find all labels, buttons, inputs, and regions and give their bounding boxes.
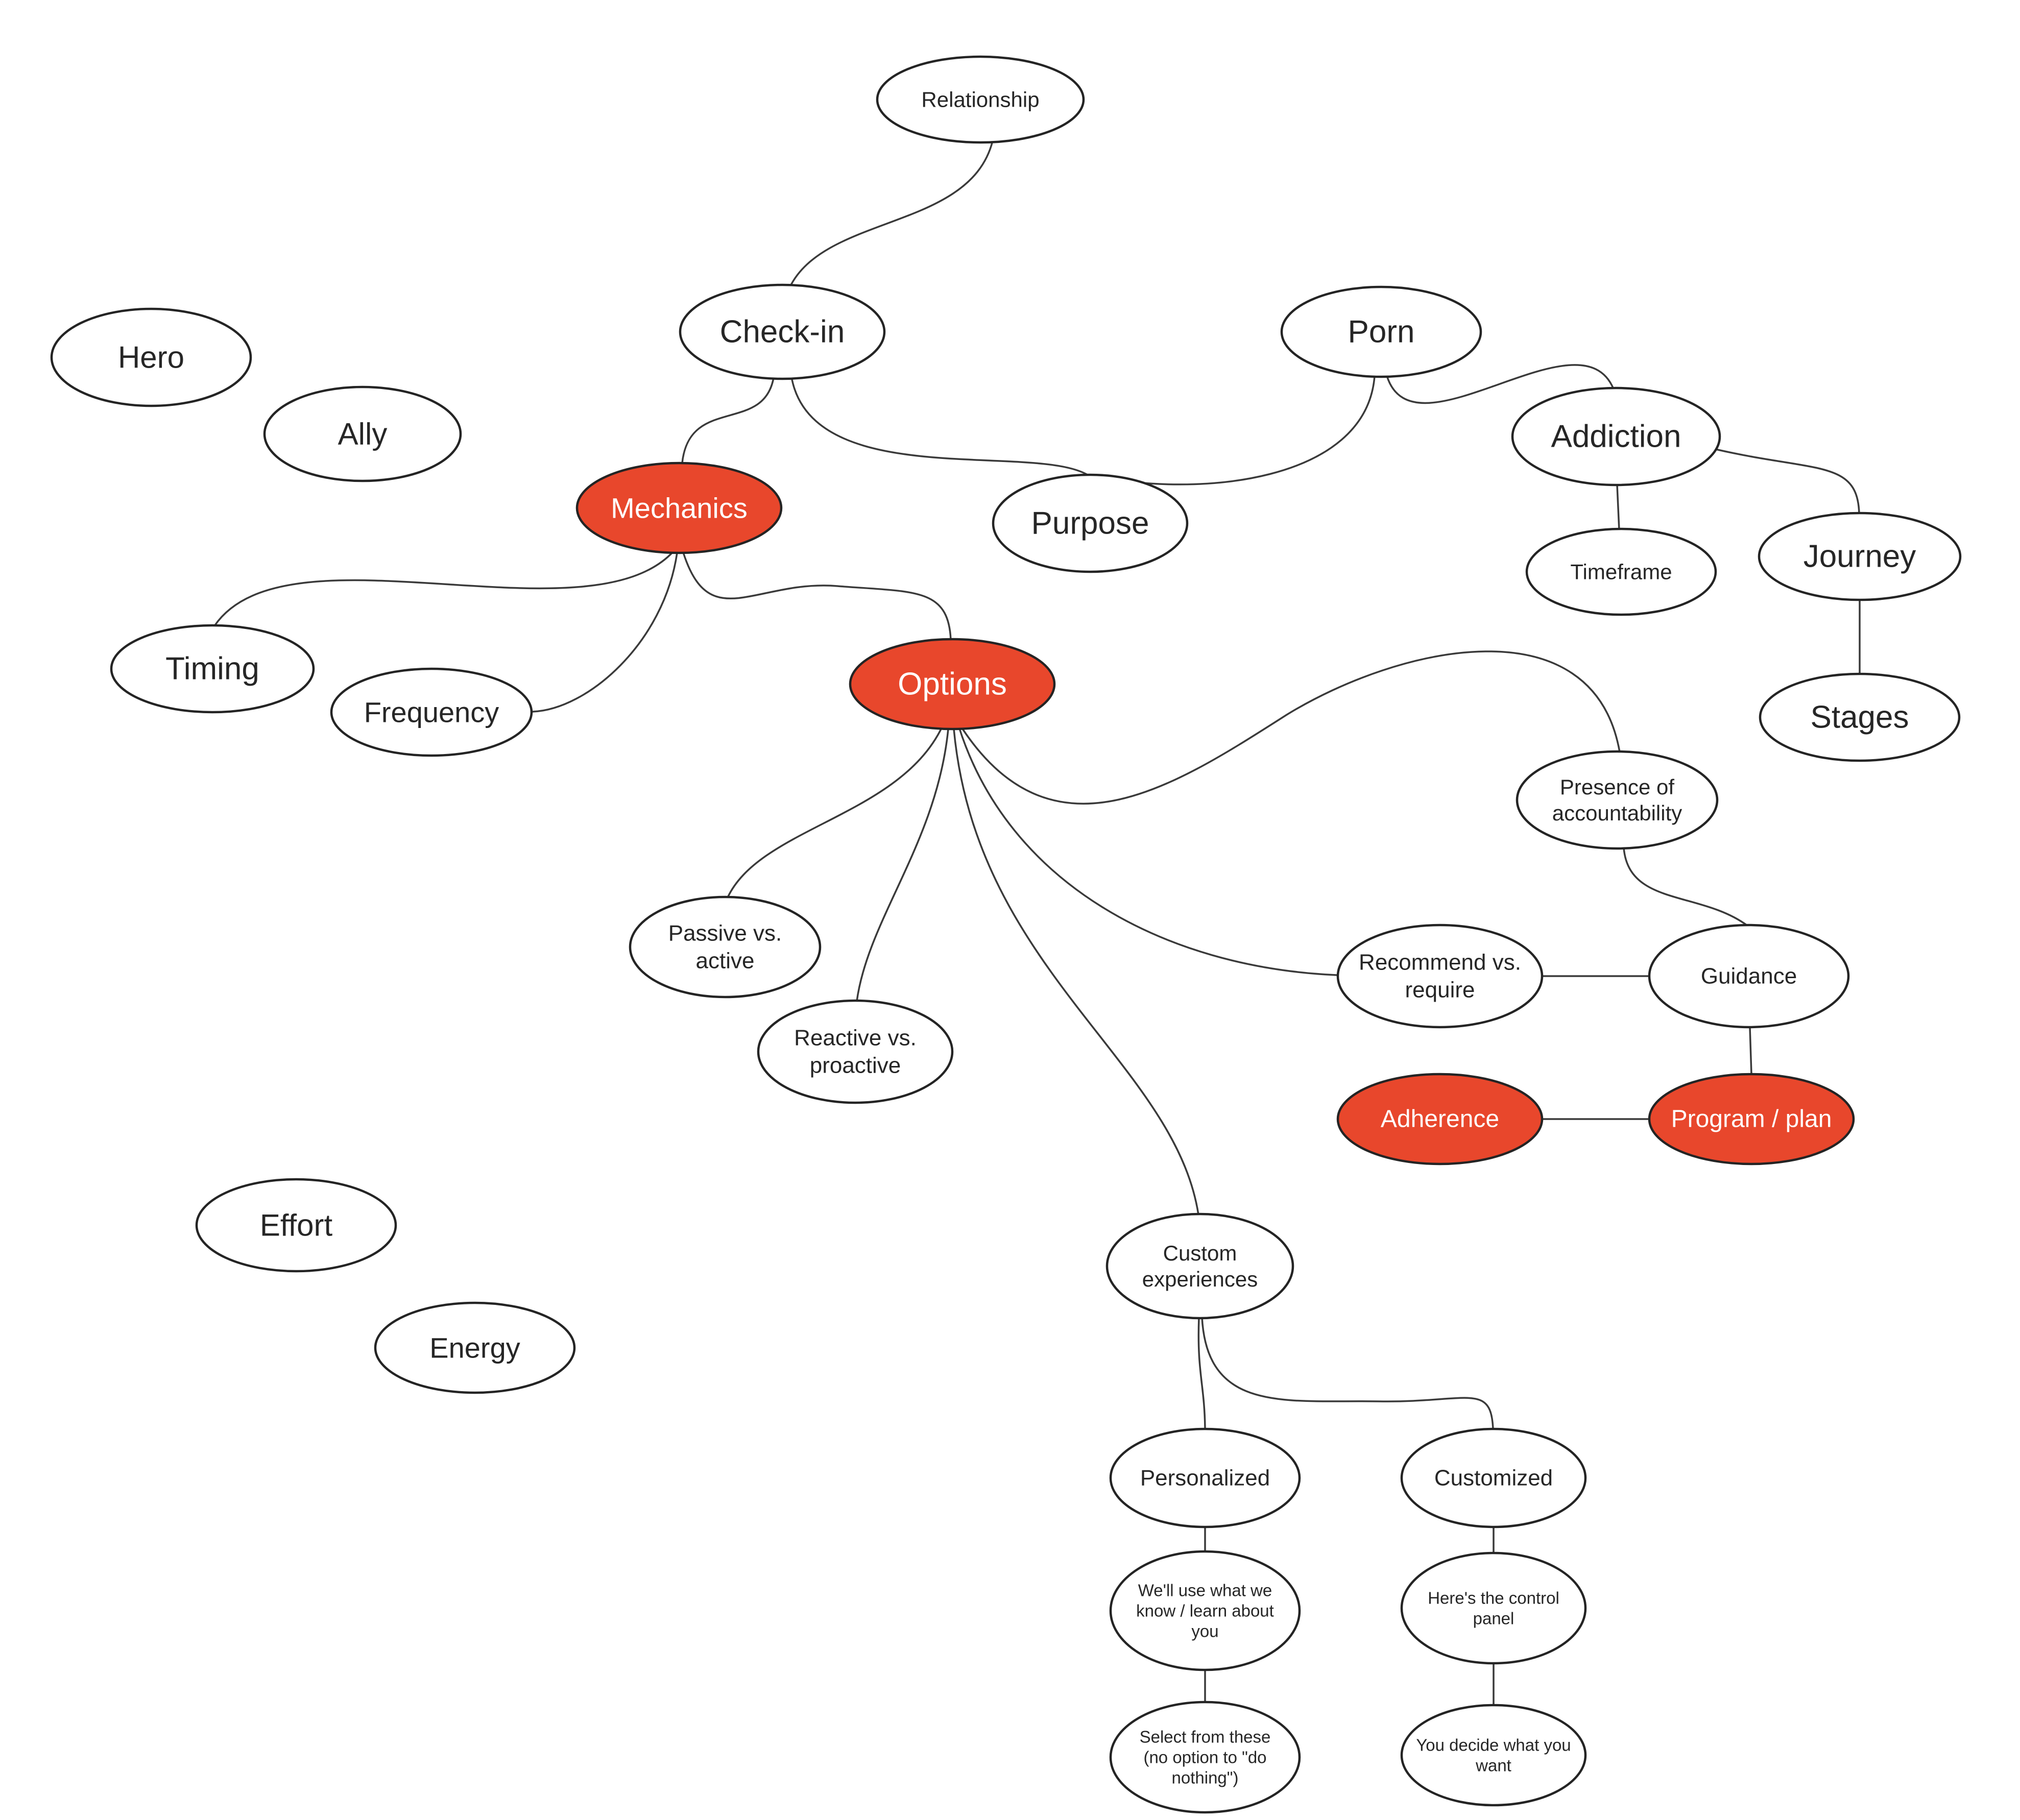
edge-options-passive [727, 726, 943, 899]
edge-check-in-mechanics [681, 377, 775, 464]
node-reactive[interactable]: Reactive vs.proactive [757, 999, 954, 1104]
node-addiction[interactable]: Addiction [1511, 386, 1721, 487]
node-shape-passive[interactable] [629, 895, 822, 999]
node-shape-timing[interactable] [110, 624, 315, 714]
node-effort[interactable]: Effort [195, 1178, 397, 1273]
node-shape-ally[interactable] [263, 385, 462, 482]
node-hero[interactable]: Hero [50, 307, 252, 407]
node-shape-porn[interactable] [1280, 285, 1482, 378]
node-shape-recommend[interactable] [1336, 924, 1544, 1029]
edge-relationship-check-in [789, 140, 994, 287]
node-adherence[interactable]: Adherence [1336, 1073, 1544, 1166]
node-shape-youdecide[interactable] [1400, 1704, 1587, 1807]
node-shape-reactive[interactable] [757, 999, 954, 1104]
edge-porn-addiction [1386, 364, 1615, 404]
node-purpose[interactable]: Purpose [992, 473, 1189, 573]
node-passive[interactable]: Passive vs.active [629, 895, 822, 999]
edge-options-recommend [958, 726, 1338, 976]
node-shape-welluse[interactable] [1109, 1550, 1301, 1671]
node-shape-options[interactable] [849, 638, 1056, 731]
node-options[interactable]: Options [849, 638, 1056, 731]
node-customized[interactable]: Customized [1400, 1427, 1587, 1528]
node-shape-heres[interactable] [1400, 1551, 1587, 1665]
edge-guidance-program [1749, 1026, 1752, 1075]
edge-custom-customized [1201, 1316, 1494, 1430]
node-stages[interactable]: Stages [1759, 672, 1961, 762]
node-check-in[interactable]: Check-in [679, 283, 886, 380]
node-shape-custom[interactable] [1105, 1212, 1294, 1320]
node-guidance[interactable]: Guidance [1648, 924, 1850, 1029]
node-shape-frequency[interactable] [330, 667, 533, 757]
node-shape-select[interactable] [1109, 1701, 1301, 1814]
node-personalized[interactable]: Personalized [1109, 1427, 1301, 1528]
edges-layer [213, 140, 1861, 1706]
node-shape-hero[interactable] [50, 307, 252, 407]
node-frequency[interactable]: Frequency [330, 667, 533, 757]
node-porn[interactable]: Porn [1280, 285, 1482, 378]
edge-options-reactive [856, 728, 949, 1002]
node-relationship[interactable]: Relationship [876, 55, 1085, 144]
node-shape-addiction[interactable] [1511, 386, 1721, 487]
node-shape-effort[interactable] [195, 1178, 397, 1273]
node-shape-purpose[interactable] [992, 473, 1189, 573]
node-shape-adherence[interactable] [1336, 1073, 1544, 1166]
node-mechanics[interactable]: Mechanics [575, 462, 783, 554]
node-shape-mechanics[interactable] [575, 462, 783, 554]
edge-porn-purpose [1093, 375, 1376, 486]
edge-options-custom [953, 728, 1199, 1216]
node-energy[interactable]: Energy [374, 1301, 576, 1394]
node-shape-presence[interactable] [1516, 750, 1719, 850]
node-shape-journey[interactable] [1758, 512, 1962, 601]
edge-addiction-timeframe [1616, 484, 1620, 531]
node-ally[interactable]: Ally [263, 385, 462, 482]
node-shape-energy[interactable] [374, 1301, 576, 1394]
edge-options-presence [959, 650, 1621, 805]
node-recommend[interactable]: Recommend vs.require [1336, 924, 1544, 1029]
node-shape-guidance[interactable] [1648, 924, 1850, 1029]
edge-mechanics-frequency [532, 552, 678, 713]
node-shape-timeframe[interactable] [1525, 527, 1717, 616]
node-shape-stages[interactable] [1759, 672, 1961, 762]
edge-presence-guidance [1623, 847, 1748, 927]
node-shape-personalized[interactable] [1109, 1427, 1301, 1528]
node-program[interactable]: Program / plan [1648, 1073, 1855, 1166]
node-timeframe[interactable]: Timeframe [1525, 527, 1717, 616]
edge-mechanics-options [682, 551, 952, 641]
node-timing[interactable]: Timing [110, 624, 315, 714]
node-shape-customized[interactable] [1400, 1427, 1587, 1528]
edge-check-in-purpose [790, 376, 1090, 477]
node-shape-program[interactable] [1648, 1073, 1855, 1166]
node-journey[interactable]: Journey [1758, 512, 1962, 601]
edge-addiction-journey [1715, 448, 1860, 515]
edge-mechanics-timing [213, 551, 674, 627]
edge-custom-personalized [1197, 1317, 1206, 1430]
node-shape-check-in[interactable] [679, 283, 886, 380]
node-shape-relationship[interactable] [876, 55, 1085, 144]
